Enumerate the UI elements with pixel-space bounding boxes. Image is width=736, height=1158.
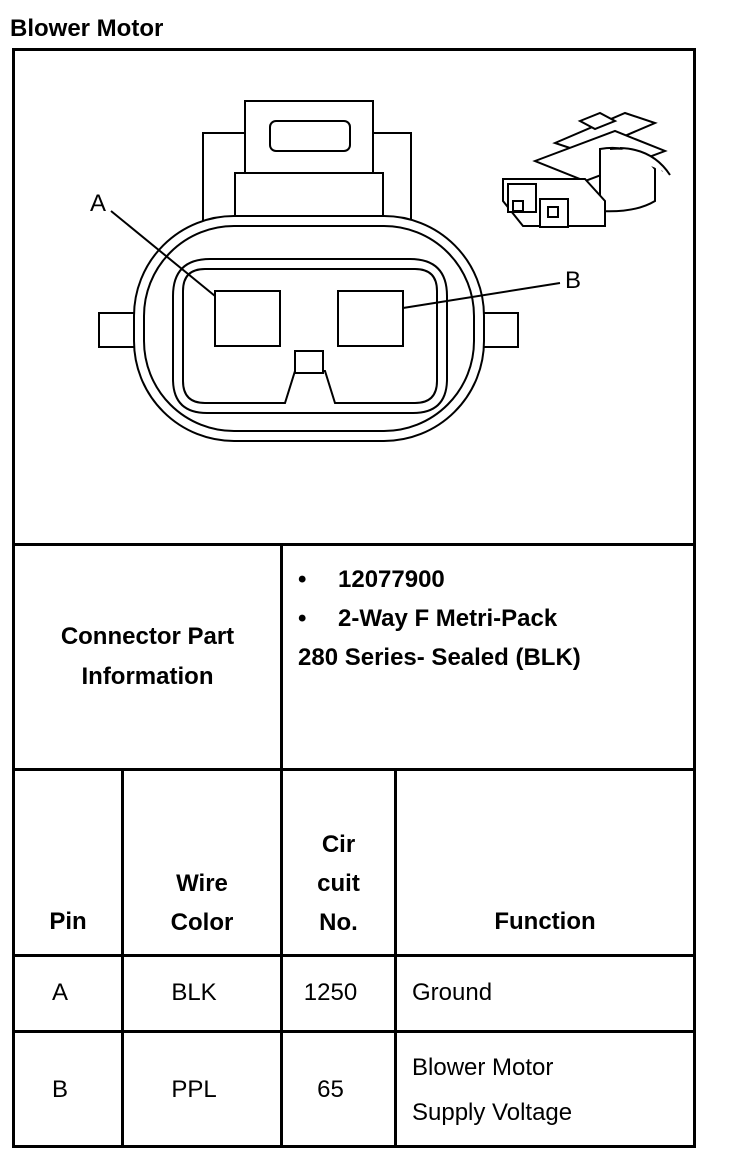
row-b-pin: B bbox=[51, 1076, 68, 1103]
row-a-wire-color: BLK bbox=[171, 979, 217, 1006]
connector-series: 280 Series- Sealed (BLK) bbox=[298, 644, 581, 671]
header-pin: Pin bbox=[49, 908, 87, 935]
connector-type-item: • 2-Way F Metri-Pack bbox=[298, 605, 558, 632]
header-function: Function bbox=[494, 908, 596, 935]
connector-iso-view bbox=[502, 111, 671, 228]
row-a-circuit: 1250 bbox=[303, 979, 358, 1006]
pin-a-callout: A bbox=[90, 190, 106, 217]
divider-header-bottom bbox=[12, 954, 696, 957]
connector-part-info-label: Connector Part Information bbox=[60, 622, 235, 690]
center-key bbox=[294, 350, 324, 374]
row-a-pin: A bbox=[51, 979, 68, 1006]
row-b-function-line1: Blower Motor bbox=[412, 1054, 554, 1081]
pin-a-leader bbox=[110, 210, 216, 297]
pin-b-leader bbox=[402, 282, 561, 309]
header-wire-color: Wire Color bbox=[170, 870, 234, 936]
divider-row-a-bottom bbox=[12, 1030, 696, 1033]
connector-frame bbox=[12, 48, 696, 1148]
connector-left-tab bbox=[98, 312, 140, 348]
row-b-wire-color: PPL bbox=[171, 1076, 217, 1103]
pin-b-cavity bbox=[337, 290, 404, 347]
connector-latch-inner bbox=[269, 120, 351, 152]
divider-part-info-col bbox=[280, 543, 283, 771]
divider-col-pin bbox=[121, 768, 124, 1148]
connector-diagram: A B bbox=[90, 100, 671, 442]
divider-col-wire bbox=[280, 768, 283, 1148]
divider-part-info-bottom bbox=[12, 768, 696, 771]
header-circuit-number: Cir cuit No. bbox=[317, 831, 360, 936]
divider-diagram-bottom bbox=[12, 543, 696, 546]
page-title: Blower Motor bbox=[10, 15, 164, 42]
pin-a-cavity bbox=[214, 290, 281, 347]
divider-col-circuit bbox=[394, 768, 397, 1148]
connector-face-inner bbox=[172, 258, 448, 414]
row-a-function: Ground bbox=[412, 979, 493, 1006]
pin-b-callout: B bbox=[565, 267, 581, 294]
part-number-item: • 12077900 bbox=[298, 566, 445, 593]
row-b-function-line2: Supply Voltage bbox=[412, 1099, 573, 1126]
connector-part-info-values: • 12077900 • 2-Way F Metri-Pack 280 Seri… bbox=[298, 560, 688, 677]
row-b-circuit: 65 bbox=[317, 1076, 344, 1103]
